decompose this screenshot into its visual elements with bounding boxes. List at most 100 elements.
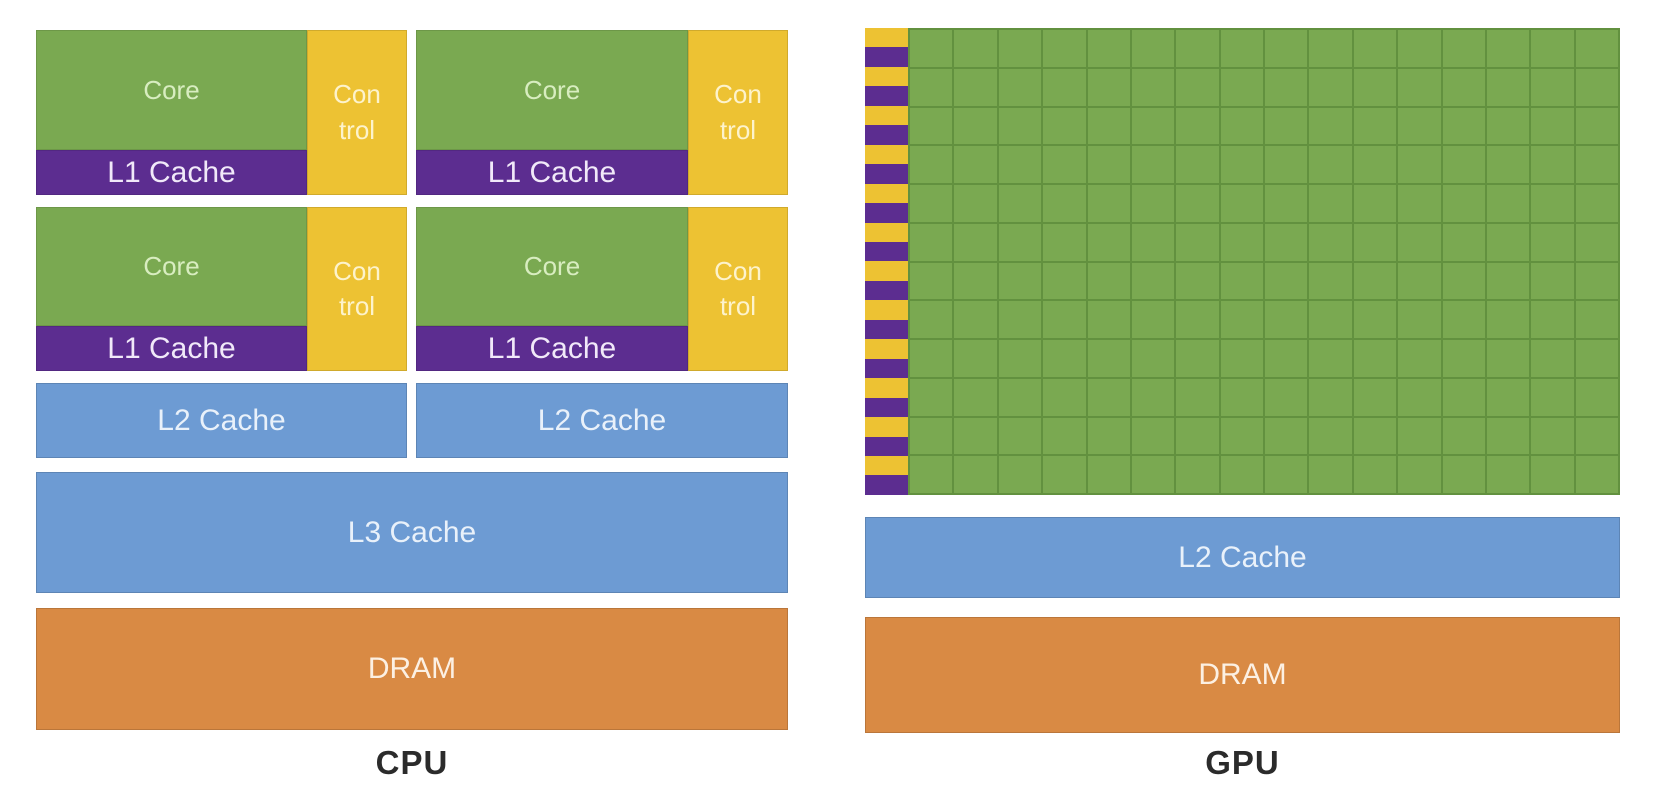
gpu-core-cell (1398, 301, 1441, 338)
gpu-core-cell (1087, 301, 1130, 338)
gpu-core-cell (998, 30, 1042, 67)
gpu-core-cell (998, 456, 1042, 493)
gpu-core-cell (910, 30, 953, 67)
cpu-l2-cache-right-label: L2 Cache (537, 403, 667, 437)
gpu-core-cell (910, 68, 953, 106)
gpu-core-cell (1398, 185, 1441, 222)
gpu-cache-strip (865, 280, 908, 301)
gpu-control-strip (865, 261, 908, 281)
l1-cache-strip: L1 Cache (36, 150, 307, 195)
gpu-core-cell (954, 223, 997, 261)
gpu-core-cell (1087, 185, 1130, 222)
gpu-core-cell (1398, 340, 1441, 377)
gpu-core-cell (1398, 378, 1441, 416)
gpu-core-cell (1309, 301, 1352, 338)
gpu-core-cell (1131, 301, 1175, 338)
gpu-core-cell (1398, 262, 1441, 300)
cpu-l2-cache-right: L2 Cache (416, 383, 788, 458)
gpu-cache-strip (865, 475, 908, 495)
cpu-l2-cache-left: L2 Cache (36, 383, 407, 458)
gpu-core-cell (1131, 223, 1175, 261)
gpu-core-cell (1043, 417, 1086, 455)
core-area: Core (36, 30, 307, 150)
gpu-core-cell (910, 262, 953, 300)
l1-cache-strip: L1 Cache (416, 150, 688, 195)
gpu-core-cell (910, 456, 953, 493)
gpu-core-cell (1309, 223, 1352, 261)
gpu-core-cell (1442, 107, 1485, 145)
gpu-core-cell (1087, 378, 1130, 416)
gpu-core-cell (1131, 68, 1175, 106)
gpu-core-cell (1442, 340, 1485, 377)
gpu-cache-strip (865, 86, 908, 106)
cpu-dram-label: DRAM (367, 652, 457, 685)
gpu-core-cell (998, 378, 1042, 416)
gpu-control-strip (865, 183, 908, 204)
gpu-core-cell (1087, 146, 1130, 183)
gpu-core-cell (1131, 340, 1175, 377)
gpu-core-cell (1531, 107, 1574, 145)
gpu-core-cell (1442, 30, 1485, 67)
gpu-section: L2 Cache DRAM GPU (800, 0, 1666, 800)
gpu-core-cell (1353, 185, 1397, 222)
cpu-l2-cache-left-label: L2 Cache (157, 403, 286, 437)
control-label-line: trol (338, 291, 376, 321)
gpu-core-cell (1131, 262, 1175, 300)
gpu-core-cell (1442, 301, 1485, 338)
gpu-core-cell (1309, 107, 1352, 145)
gpu-cache-strip (865, 47, 908, 67)
gpu-core-cell (1531, 417, 1574, 455)
gpu-core-cell (1531, 301, 1574, 338)
cpu-l3-cache-label: L3 Cache (347, 515, 477, 549)
gpu-core-cell (1131, 30, 1175, 67)
gpu-core-cell (1442, 146, 1485, 183)
gpu-core-cell (1265, 107, 1308, 145)
gpu-core-cell (1309, 378, 1352, 416)
gpu-core-cell (1486, 301, 1530, 338)
gpu-core-cell (1398, 146, 1441, 183)
gpu-control-cache-strip-column (865, 28, 908, 495)
control-label-line: Con (714, 255, 762, 286)
gpu-core-cell (1442, 417, 1485, 455)
gpu-core-cell (1309, 417, 1352, 455)
gpu-core-cell (1442, 223, 1485, 261)
gpu-control-strip (865, 300, 908, 320)
gpu-core-cell (1353, 456, 1397, 493)
cpu-dram: DRAM (36, 608, 788, 730)
gpu-core-cell (1176, 456, 1219, 493)
gpu-core-cell (910, 340, 953, 377)
gpu-control-strip (865, 28, 908, 48)
gpu-core-cell (954, 340, 997, 377)
gpu-core-cell (1265, 223, 1308, 261)
gpu-core-cell (1575, 223, 1618, 261)
gpu-core-cell (1353, 68, 1397, 106)
gpu-core-cell (1309, 68, 1352, 106)
gpu-core-cell (1176, 301, 1219, 338)
gpu-core-cell (1531, 456, 1574, 493)
gpu-core-cell (910, 146, 953, 183)
gpu-core-cell (954, 456, 997, 493)
gpu-core-cell (1265, 146, 1308, 183)
gpu-core-cell (1486, 340, 1530, 377)
gpu-core-cell (1353, 417, 1397, 455)
control-label-line: Con (333, 255, 381, 286)
gpu-core-cell (1176, 146, 1219, 183)
gpu-core-cell (1398, 30, 1441, 67)
control-label-line: trol (338, 114, 376, 145)
gpu-core-cell (1043, 340, 1086, 377)
control-label-line: trol (719, 291, 757, 321)
gpu-cache-strip (865, 319, 908, 340)
gpu-core-cell (1265, 30, 1308, 67)
gpu-core-cell (1398, 223, 1441, 261)
gpu-core-cell (1309, 146, 1352, 183)
control-label-line: Con (333, 79, 381, 110)
gpu-core-cell (1220, 456, 1263, 493)
gpu-core-cell (1043, 146, 1086, 183)
gpu-cache-strip (865, 164, 908, 184)
gpu-core-grid (908, 28, 1620, 495)
gpu-core-cell (1531, 378, 1574, 416)
gpu-core-cell (1043, 30, 1086, 67)
gpu-core-cell (1486, 262, 1530, 300)
